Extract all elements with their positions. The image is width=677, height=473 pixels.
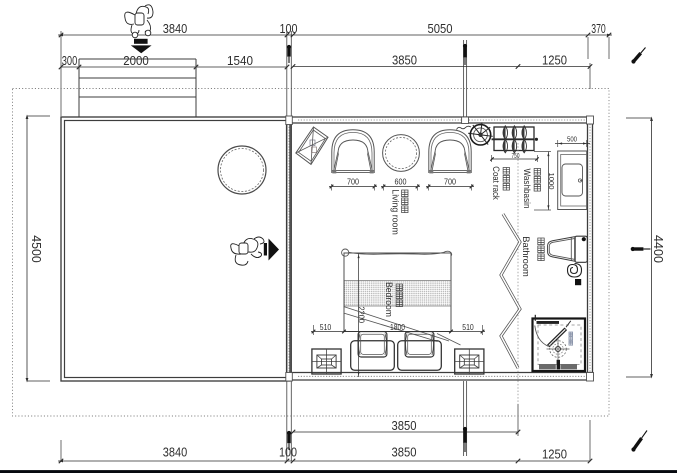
svg-text:500: 500 — [567, 134, 577, 143]
svg-text:3850: 3850 — [392, 445, 417, 460]
svg-text:700: 700 — [444, 177, 456, 187]
svg-text:1250: 1250 — [542, 447, 567, 462]
svg-text:1250: 1250 — [542, 52, 567, 67]
svg-text:3840: 3840 — [163, 21, 188, 36]
svg-text:100: 100 — [279, 445, 297, 460]
svg-text:510: 510 — [462, 322, 474, 332]
svg-text:4500: 4500 — [29, 235, 44, 263]
svg-text:3850: 3850 — [392, 418, 417, 433]
svg-text:1000: 1000 — [547, 173, 556, 190]
svg-text:2200: 2200 — [356, 307, 366, 324]
svg-text:750: 750 — [512, 153, 520, 160]
svg-text:5050: 5050 — [428, 21, 453, 36]
svg-text:3840: 3840 — [163, 445, 188, 460]
svg-text:100: 100 — [280, 21, 298, 36]
svg-text:370: 370 — [591, 21, 606, 36]
svg-text:3850: 3850 — [392, 52, 417, 67]
svg-text:Bathroom: Bathroom — [521, 236, 531, 276]
svg-text:4400: 4400 — [651, 235, 666, 263]
svg-text:1800: 1800 — [390, 322, 405, 332]
svg-text:Washbasin: Washbasin — [522, 169, 532, 209]
svg-text:Bedroom: Bedroom — [384, 282, 394, 317]
svg-text:600: 600 — [395, 177, 407, 187]
svg-text:Living room: Living room — [390, 189, 400, 235]
svg-text:1540: 1540 — [227, 53, 253, 68]
svg-text:2000: 2000 — [123, 53, 149, 68]
svg-text:510: 510 — [320, 322, 332, 332]
svg-text:700: 700 — [347, 177, 359, 187]
svg-text:Coat rack: Coat rack — [491, 166, 501, 200]
svg-text:300: 300 — [62, 53, 78, 68]
